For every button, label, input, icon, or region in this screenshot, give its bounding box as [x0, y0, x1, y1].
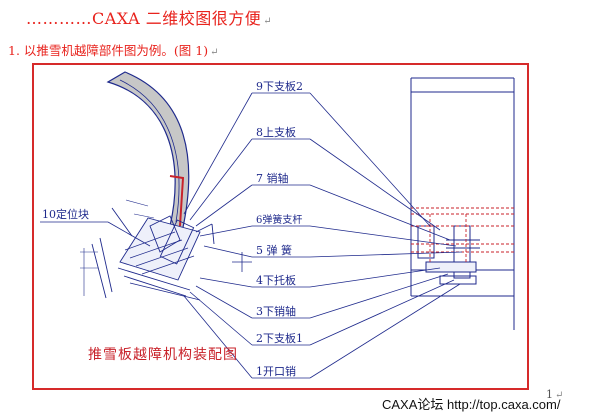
part-label-8: 8上支板 — [256, 126, 296, 139]
part-label-1: 1开口销 — [256, 365, 296, 378]
mechanism-left — [91, 207, 215, 301]
return-mark-icon: ↵ — [263, 16, 273, 27]
blade-outer-curve — [106, 71, 190, 233]
page-subtitle: 1. 以推雪机越障部件图为例。(图 1)↵ — [8, 43, 219, 58]
part-label-7: 7 销轴 — [256, 172, 289, 185]
part-label-5: 5 弹 簧 — [256, 244, 292, 257]
return-mark-icon: ↵ — [210, 47, 219, 58]
part-label-10: 10定位块 — [42, 208, 89, 221]
part-label-2: 2下支板1 — [256, 332, 303, 345]
part-label-3: 3下销轴 — [256, 305, 296, 318]
crosshair-icon — [232, 252, 252, 272]
drawing-frame — [32, 63, 529, 390]
page-title: …………CAXA 二维校图很方便↵ — [26, 9, 273, 28]
return-mark-icon: ↵ — [555, 390, 564, 401]
forum-watermark: CAXA论坛 http://top.caxa.com/ — [382, 397, 561, 412]
blade-inner-curve — [119, 79, 180, 223]
dimension-lines — [80, 199, 155, 296]
blade-red-edge — [169, 175, 185, 227]
part-label-9: 9下支板2 — [256, 80, 303, 93]
part-label-6: 6弹簧支杆 — [256, 215, 303, 226]
hidden-lines-red — [411, 207, 514, 262]
part-label-4: 4下托板 — [256, 274, 296, 287]
leader-lines — [40, 92, 463, 379]
page-number: 1↵ — [546, 388, 564, 401]
drawing-caption: 推雪板越障机构装配图 — [88, 347, 238, 363]
